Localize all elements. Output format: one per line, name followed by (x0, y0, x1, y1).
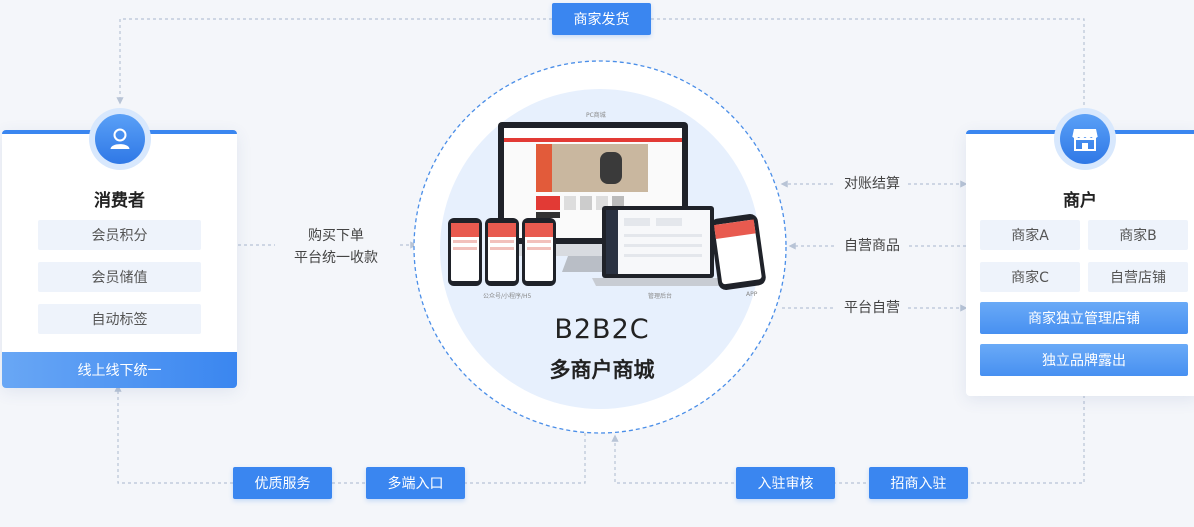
admin-laptop (592, 206, 724, 286)
center-subtitle: 多商户商城 (549, 358, 655, 382)
flow-label-buy-line1: 购买下单 (308, 228, 364, 244)
tag-multi-entry: 多端入口 (366, 467, 465, 499)
merchant-independent-management: 商家独立管理店铺 (980, 302, 1188, 334)
device-illustration (448, 122, 766, 290)
app-phone (710, 214, 766, 290)
mini-program-phones (448, 218, 556, 286)
device-label-app: APP (746, 291, 758, 298)
consumer-item-auto-tag: 自动标签 (38, 304, 201, 334)
merchant-panel: 商户 商家A 商家B 商家C 自营店铺 商家独立管理店铺 独立品牌露出 (966, 130, 1194, 396)
merchant-title: 商户 (1063, 191, 1097, 211)
flow-merchant-to-consumer (116, 18, 1085, 105)
flow-label-self-goods: 自营商品 (836, 235, 908, 257)
tag-merchant-recruit: 招商入驻 (869, 467, 968, 499)
consumer-item-points: 会员积分 (38, 220, 201, 250)
center-title: B2B2C (554, 314, 650, 345)
device-label-admin: 管理后台 (648, 293, 673, 300)
flow-label-platform-self: 平台自营 (836, 297, 908, 319)
consumer-item-stored-value: 会员储值 (38, 262, 201, 292)
merchant-b: 商家B (1088, 220, 1188, 250)
consumer-title: 消费者 (94, 191, 145, 211)
device-label-pc: PC商城 (586, 112, 606, 119)
flow-merchant-to-center (611, 395, 1085, 484)
tag-quality-service: 优质服务 (233, 467, 332, 499)
merchant-self-store: 自营店铺 (1088, 262, 1188, 292)
merchant-avatar (1054, 108, 1116, 170)
merchant-brand-exposure: 独立品牌露出 (980, 344, 1188, 376)
tag-entry-review: 入驻审核 (736, 467, 835, 499)
flow-label-buy: 购买下单 平台统一收款 (275, 225, 397, 269)
merchant-c: 商家C (980, 262, 1080, 292)
tag-merchant-ship: 商家发货 (552, 3, 651, 35)
flow-center-to-consumer (114, 384, 586, 484)
shop-icon (1072, 129, 1098, 151)
flow-label-reconcile: 对账结算 (836, 173, 908, 195)
consumer-avatar (89, 108, 151, 170)
device-label-mini: 公众号/小程序/H5 (483, 293, 532, 300)
flow-label-buy-line2: 平台统一收款 (294, 250, 378, 266)
user-icon (110, 128, 130, 149)
merchant-a: 商家A (980, 220, 1080, 250)
consumer-band: 线上线下统一 (2, 352, 237, 388)
